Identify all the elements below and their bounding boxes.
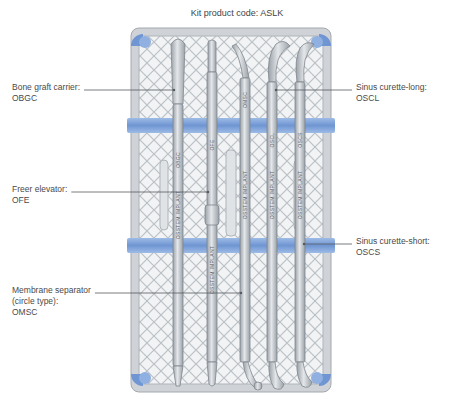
engraved-brand: OSSTEM IMPLANT bbox=[269, 171, 275, 219]
callout-code: OFE bbox=[12, 195, 29, 206]
engraved-brand: OSSTEM IMPLANT bbox=[175, 191, 181, 239]
callout-label: Bone graft carrier: bbox=[12, 82, 122, 93]
engraved-code: OBGC bbox=[175, 152, 181, 168]
callout-label: Membrane separator (circle type): bbox=[12, 285, 104, 307]
callout-code: OSCS bbox=[356, 247, 380, 258]
engraved-code: OFE bbox=[209, 139, 215, 150]
callout-label: Sinus curette-short: bbox=[356, 236, 468, 247]
callout-label: Freer elevator: bbox=[12, 184, 122, 195]
engraved-code: OSCL bbox=[269, 133, 275, 148]
leader-line bbox=[84, 90, 174, 91]
leader-dot bbox=[303, 243, 305, 245]
callout-code: OMSC bbox=[12, 307, 38, 318]
engraved-brand: OSSTEM IMPLANT bbox=[297, 171, 303, 219]
leader-line bbox=[71, 192, 208, 193]
engraved-code: OMSC bbox=[242, 92, 248, 108]
callout-label: Sinus curette-long: bbox=[356, 82, 468, 93]
leader-line bbox=[276, 90, 352, 91]
leader-dot bbox=[173, 89, 175, 91]
callout-code: OBGC bbox=[12, 93, 37, 104]
engraved-brand: OSSTEM IMPLANT bbox=[209, 246, 215, 294]
leader-dot bbox=[240, 292, 242, 294]
kit-title: Kit product code: ASLK bbox=[191, 8, 284, 19]
leader-dot bbox=[275, 89, 277, 91]
engraved-brand: OSSTEM IMPLANT bbox=[242, 171, 248, 219]
leader-line bbox=[95, 293, 241, 294]
leader-line bbox=[304, 244, 352, 245]
leader-dot bbox=[207, 191, 209, 193]
callout-code: OSCL bbox=[356, 93, 379, 104]
engraved-code: OSCS bbox=[297, 132, 303, 147]
